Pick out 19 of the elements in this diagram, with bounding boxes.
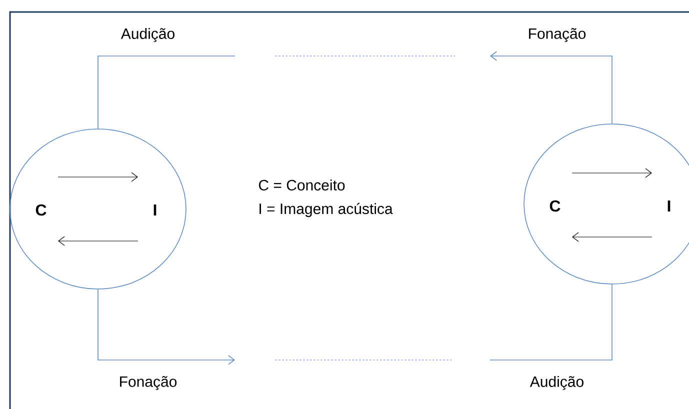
- legend-text: I = Imagem acústica: [260, 202, 393, 218]
- edge-label: Fonação: [529, 28, 586, 42]
- arrow: [58, 236, 138, 246]
- letter-label: I: [154, 204, 156, 216]
- edge-label: Audição: [530, 376, 584, 390]
- circle-shape: [10, 128, 186, 290]
- arrow: [58, 172, 138, 182]
- arrow: [572, 232, 652, 242]
- letter-label: I: [668, 200, 670, 212]
- legend-text: C = Conceito: [258, 179, 345, 190]
- letter-label: C: [36, 204, 46, 216]
- edge-label: Audição: [120, 28, 174, 42]
- connector-line: [490, 284, 612, 360]
- connector-line: [490, 51, 612, 124]
- arrow: [572, 168, 652, 178]
- connector-line: [98, 289, 235, 365]
- edge-label: Fonação: [120, 376, 177, 390]
- connector-line: [98, 56, 236, 129]
- letter-label: C: [550, 200, 560, 212]
